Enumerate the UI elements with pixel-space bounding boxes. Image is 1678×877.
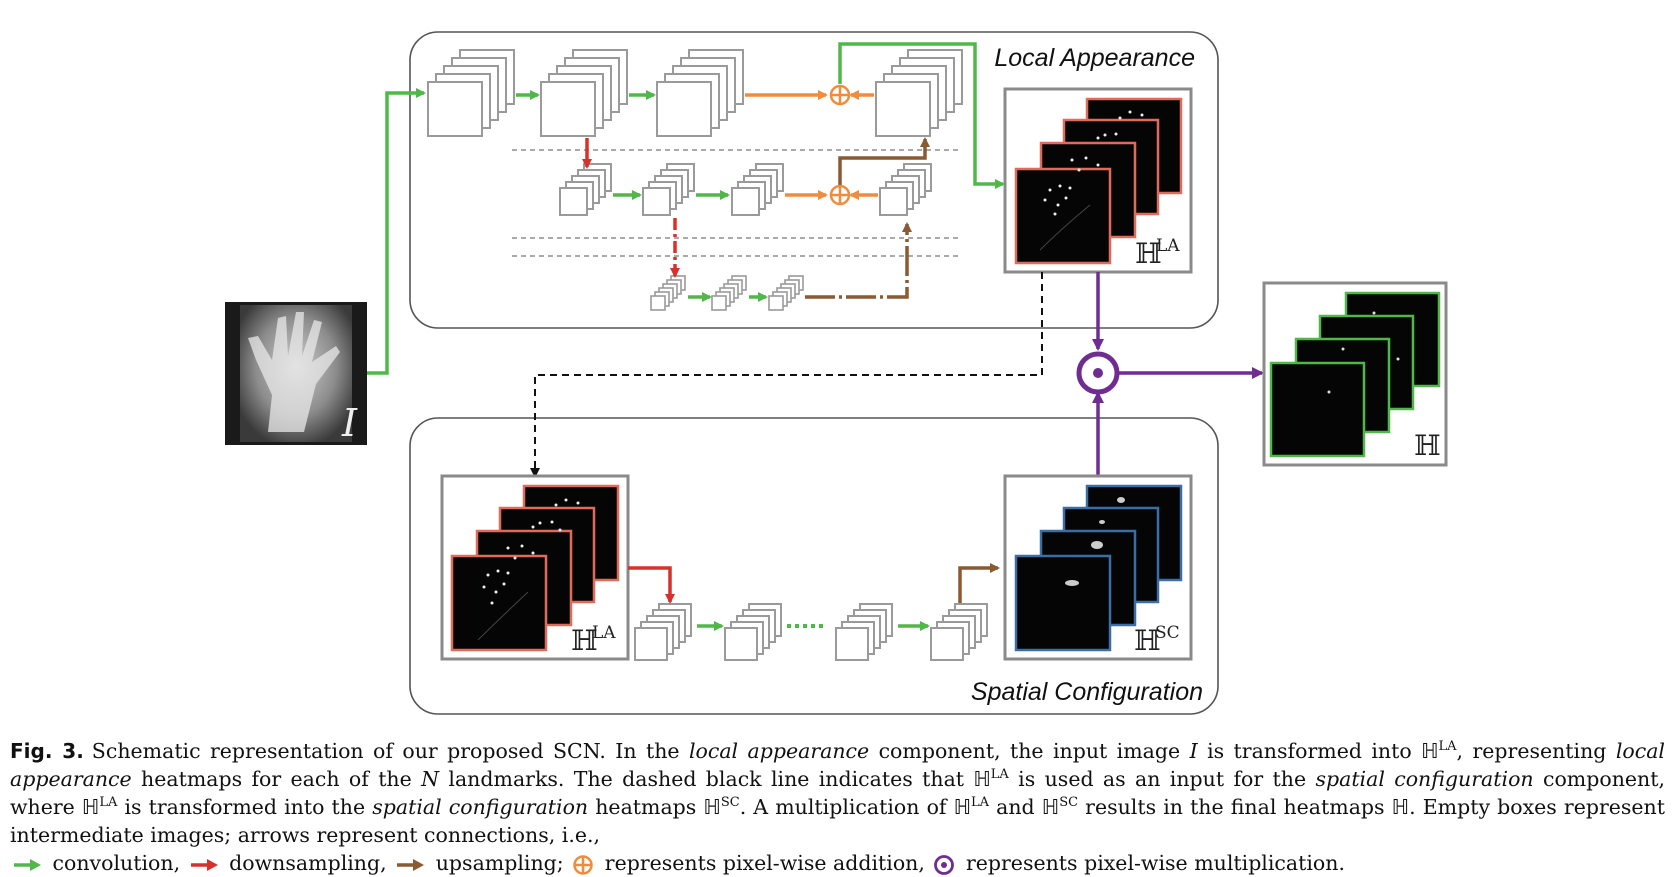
sc-stack-3 (835, 603, 893, 661)
green-arrow-icon (14, 858, 41, 871)
caption-emphasis: spatial configuration (1315, 767, 1534, 791)
circled-plus-icon (573, 854, 593, 875)
legend-downsampling: downsampling, (229, 851, 387, 875)
caption-text: results in the final heatmaps (1078, 795, 1392, 819)
caption-sup: LA (99, 795, 118, 811)
la-level1-stack-4 (875, 49, 963, 137)
caption-h-symbol: ℍ (1041, 795, 1060, 819)
caption-text: . Empty boxes represent intermediate ima… (10, 795, 1665, 847)
local-appearance-panel (409, 31, 1219, 329)
la-level3-stack-2 (711, 275, 747, 311)
brown-arrow-icon (397, 858, 425, 871)
caption-text: landmarks. The dashed black line indicat… (439, 767, 974, 791)
caption-emphasis: local appearance (688, 739, 870, 763)
la-level1-stack-1 (427, 49, 515, 137)
sc-stack-2 (724, 603, 782, 661)
legend-addition: represents pixel-wise addition, (604, 851, 925, 875)
la-level2-stack-3 (731, 163, 784, 216)
la-level3-arrows (670, 218, 912, 302)
addition-node-level1 (829, 84, 851, 106)
input-xray-image: I (225, 302, 367, 445)
figure-caption: Fig. 3. Schematic representation of our p… (10, 737, 1665, 877)
caption-h-symbol: ℍ (81, 795, 100, 819)
caption-h-symbol: ℍ (1391, 795, 1410, 819)
la-level1-stack-2 (540, 49, 628, 137)
caption-text: component, the input image (869, 739, 1190, 763)
local-appearance-title: Local Appearance (994, 44, 1195, 72)
la-level2-stack-4 (879, 163, 932, 216)
final-h-symbol: ℍ (1414, 429, 1440, 462)
addition-node-level2 (829, 184, 851, 206)
sc-hla-input-frame: ℍ LA (440, 474, 630, 661)
hla-output-frame: ℍ LA (1003, 87, 1193, 274)
hla-symbol: ℍ (1135, 237, 1161, 270)
la-level1-stack-3 (656, 49, 744, 137)
caption-text: and (989, 795, 1042, 819)
caption-text: component, where (10, 767, 1665, 819)
la-level3-stack-1 (650, 275, 686, 311)
caption-h-symbol: ℍ (703, 795, 721, 819)
caption-sup: LA (1438, 739, 1457, 755)
hsc-superscript: SC (1155, 623, 1180, 643)
circled-dot-icon (934, 854, 955, 875)
caption-text: heatmaps for each of the (131, 767, 422, 791)
caption-emphasis: local appearance (10, 739, 1665, 791)
caption-sup: LA (990, 767, 1009, 783)
caption-emphasis: I (1189, 739, 1198, 763)
input-conv-arrow (367, 88, 426, 375)
la-level1-arrows (516, 42, 1005, 189)
figure-number: Fig. 3. (10, 739, 84, 763)
spatial-configuration-title: Spatial Configuration (971, 678, 1203, 706)
input-label: I (341, 401, 358, 445)
caption-sup: SC (1059, 795, 1079, 811)
caption-h-symbol: ℍ (1421, 739, 1439, 763)
sc-hla-symbol: ℍ (571, 624, 597, 657)
caption-sup: SC (720, 795, 740, 811)
caption-text: is transformed into (1197, 739, 1422, 763)
sc-arrows (628, 563, 1000, 631)
spatial-configuration-panel (409, 417, 1219, 715)
sc-stack-1 (634, 603, 692, 661)
legend-upsampling: upsampling; (435, 851, 564, 875)
la-level2-stack-2 (642, 163, 695, 216)
caption-h-symbol: ℍ (953, 795, 972, 819)
caption-text: is used as an input for the (1008, 767, 1316, 791)
caption-text: , representing (1456, 739, 1616, 763)
red-arrow-icon (190, 858, 218, 871)
final-heatmaps-frame: ℍ (1262, 281, 1448, 467)
hsc-frame: ℍ SC (1003, 474, 1193, 661)
caption-text: heatmaps (588, 795, 704, 819)
caption-h-symbol: ℍ (973, 767, 991, 791)
la-level2-arrows (582, 137, 930, 200)
caption-text: Schematic representation of our proposed… (91, 739, 689, 763)
legend-multiplication: represents pixel-wise multiplication. (965, 851, 1345, 875)
caption-text: . A multiplication of (739, 795, 954, 819)
hla-to-spatial-dashed-arrow (530, 272, 1043, 478)
multiplication-node (1076, 351, 1120, 395)
legend-convolution: convolution, (52, 851, 181, 875)
hsc-symbol: ℍ (1134, 624, 1160, 657)
scn-diagram: Local Appearance Spatial Configuration I (225, 31, 1448, 715)
caption-emphasis: spatial configuration (372, 795, 589, 819)
caption-emphasis: N (421, 767, 440, 791)
sc-stack-4 (930, 603, 988, 661)
caption-sup: LA (971, 795, 990, 811)
la-level2-stack-1 (559, 163, 612, 216)
sc-hla-superscript: LA (592, 623, 616, 643)
hla-superscript: LA (1156, 236, 1180, 256)
la-level3-stack-3 (768, 275, 804, 311)
caption-text: is transformed into the (117, 795, 373, 819)
